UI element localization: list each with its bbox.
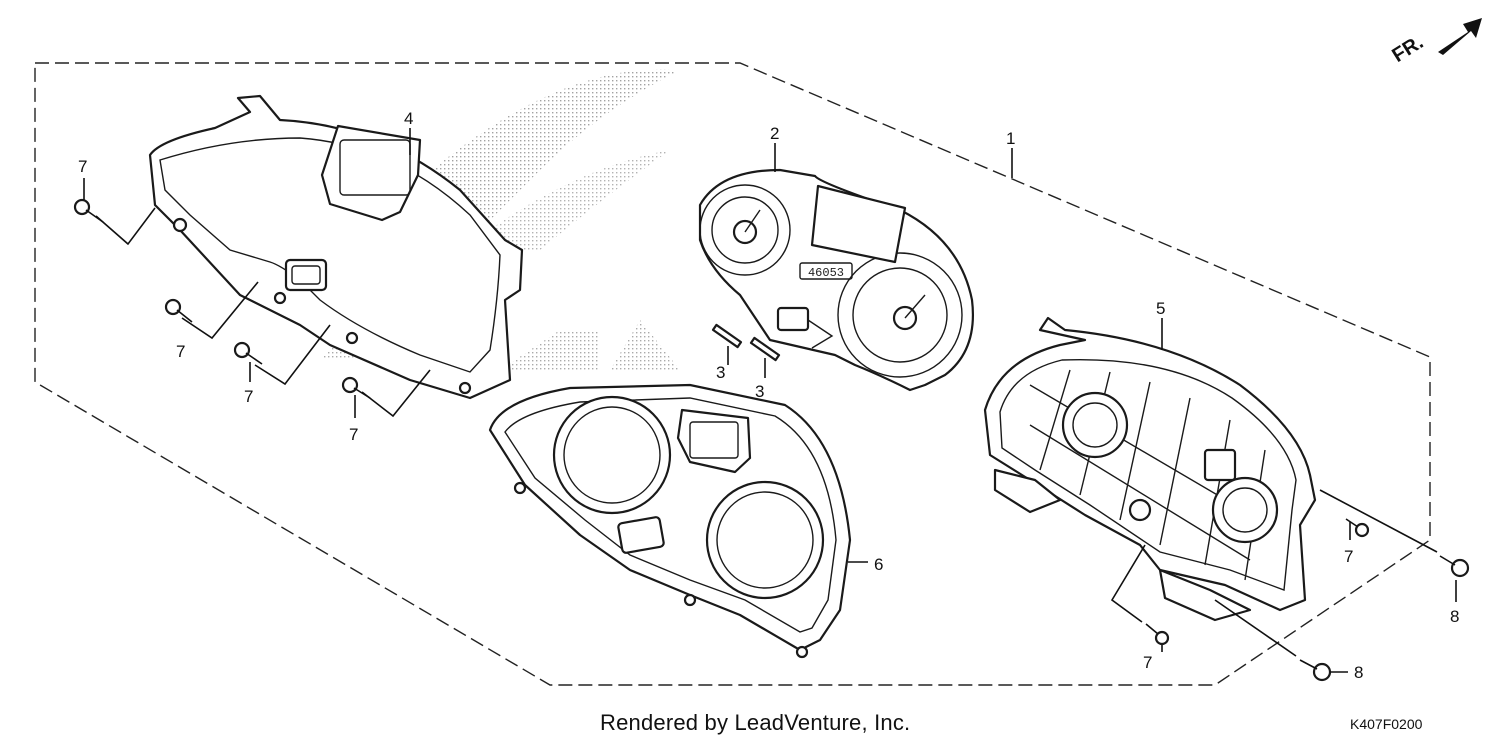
screws[interactable] bbox=[73, 198, 1370, 646]
callout-7c: 7 bbox=[244, 387, 253, 406]
screw-7e bbox=[1345, 518, 1370, 538]
leader-lines bbox=[83, 128, 1457, 673]
combination-meter[interactable]: 46053 bbox=[698, 168, 974, 392]
callout-8b: 8 bbox=[1354, 663, 1363, 682]
callout-7b: 7 bbox=[176, 342, 185, 361]
callout-8a: 8 bbox=[1450, 607, 1459, 626]
assembly-boundary bbox=[34, 62, 1431, 686]
callout-7e: 7 bbox=[1344, 547, 1353, 566]
callout-7d: 7 bbox=[349, 425, 358, 444]
callout-3b: 3 bbox=[755, 382, 764, 401]
callouts: 1 2 3 3 4 5 6 7 7 7 7 7 7 8 8 bbox=[78, 109, 1459, 682]
callout-6: 6 bbox=[874, 555, 883, 574]
meter-rear-case[interactable] bbox=[983, 316, 1317, 622]
callout-4: 4 bbox=[404, 109, 413, 128]
meter-pins[interactable] bbox=[711, 323, 781, 362]
callout-7f: 7 bbox=[1143, 653, 1152, 672]
screw-7c bbox=[233, 341, 263, 365]
bolt-8b bbox=[1299, 659, 1332, 682]
screw-7b bbox=[164, 298, 193, 323]
bolts[interactable] bbox=[1299, 555, 1470, 682]
callout-2: 2 bbox=[770, 124, 779, 143]
callout-7a: 7 bbox=[78, 157, 87, 176]
render-credit: Rendered by LeadVenture, Inc. bbox=[600, 710, 911, 735]
front-direction-arrow-icon bbox=[1438, 18, 1482, 55]
bolt-8a bbox=[1439, 555, 1470, 578]
meter-odometer-text: 46053 bbox=[808, 266, 844, 280]
meter-upper-cover[interactable] bbox=[148, 94, 524, 400]
diagram-code: K407F0200 bbox=[1350, 716, 1423, 732]
callout-3a: 3 bbox=[716, 363, 725, 382]
meter-visor-panel[interactable] bbox=[488, 383, 852, 659]
callout-1: 1 bbox=[1006, 129, 1015, 148]
screw-7f bbox=[1145, 623, 1170, 646]
callout-5: 5 bbox=[1156, 299, 1165, 318]
